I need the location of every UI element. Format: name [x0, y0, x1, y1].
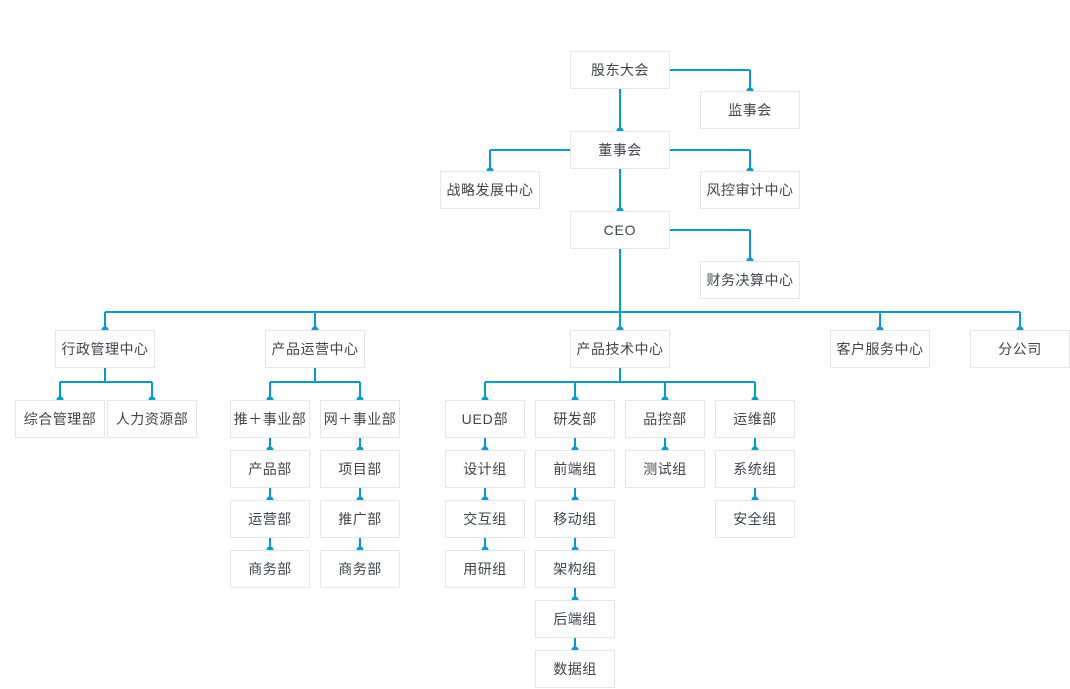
org-node-label: 董事会	[598, 142, 642, 158]
org-node-label: 风控审计中心	[706, 182, 794, 198]
org-node[interactable]: 股东大会	[570, 51, 670, 89]
org-node[interactable]: 项目部	[320, 450, 400, 488]
org-node-label: 推＋事业部	[233, 411, 307, 427]
org-node-label: 战略发展中心	[446, 182, 534, 198]
org-node[interactable]: 网＋事业部	[320, 400, 400, 438]
org-node[interactable]: 设计组	[445, 450, 525, 488]
org-node[interactable]: 用研组	[445, 550, 525, 588]
org-node-label: 推广部	[338, 511, 382, 527]
org-node-label: 分公司	[998, 341, 1042, 357]
org-node[interactable]: 产品部	[230, 450, 310, 488]
org-node-label: 财务决算中心	[706, 272, 794, 288]
org-node-label: 架构组	[553, 561, 597, 577]
org-node[interactable]: 运营部	[230, 500, 310, 538]
org-node-label: 产品技术中心	[576, 341, 664, 357]
org-node-label: 项目部	[338, 461, 382, 477]
org-node[interactable]: 战略发展中心	[440, 171, 540, 209]
org-node[interactable]: 前端组	[535, 450, 615, 488]
org-node-label: 商务部	[248, 561, 292, 577]
org-node[interactable]: CEO	[570, 211, 670, 249]
org-node-label: 数据组	[553, 661, 597, 677]
org-node-label: 设计组	[463, 461, 507, 477]
org-node[interactable]: 监事会	[700, 91, 800, 129]
org-node[interactable]: 推＋事业部	[230, 400, 310, 438]
org-node[interactable]: 系统组	[715, 450, 795, 488]
org-node-label: 交互组	[463, 511, 507, 527]
org-node-label: 安全组	[733, 511, 777, 527]
org-node[interactable]: 综合管理部	[15, 400, 105, 438]
org-node-label: 研发部	[553, 411, 597, 427]
org-node-label: 人力资源部	[115, 411, 189, 427]
org-node[interactable]: 数据组	[535, 650, 615, 688]
org-node-label: 产品运营中心	[271, 341, 359, 357]
org-node[interactable]: 运维部	[715, 400, 795, 438]
org-node[interactable]: 行政管理中心	[55, 330, 155, 368]
org-node[interactable]: 推广部	[320, 500, 400, 538]
org-node-label: 监事会	[728, 102, 772, 118]
org-node-label: 用研组	[463, 561, 507, 577]
org-node[interactable]: UED部	[445, 400, 525, 438]
org-node-label: CEO	[603, 222, 637, 238]
org-node-label: 商务部	[338, 561, 382, 577]
org-node[interactable]: 分公司	[970, 330, 1070, 368]
org-node[interactable]: 测试组	[625, 450, 705, 488]
org-node-label: 系统组	[733, 461, 777, 477]
org-node-label: 运营部	[248, 511, 292, 527]
org-node[interactable]: 安全组	[715, 500, 795, 538]
org-node[interactable]: 架构组	[535, 550, 615, 588]
org-node[interactable]: 交互组	[445, 500, 525, 538]
org-node-label: UED部	[461, 411, 509, 427]
org-node[interactable]: 品控部	[625, 400, 705, 438]
org-node-label: 综合管理部	[23, 411, 97, 427]
org-node-label: 移动组	[553, 511, 597, 527]
org-node[interactable]: 移动组	[535, 500, 615, 538]
org-node-label: 后端组	[553, 611, 597, 627]
org-node-label: 股东大会	[591, 62, 649, 78]
org-node-label: 前端组	[553, 461, 597, 477]
org-node-label: 网＋事业部	[323, 411, 397, 427]
org-node[interactable]: 商务部	[320, 550, 400, 588]
org-node[interactable]: 研发部	[535, 400, 615, 438]
org-node[interactable]: 产品技术中心	[570, 330, 670, 368]
org-node[interactable]: 风控审计中心	[700, 171, 800, 209]
org-node[interactable]: 后端组	[535, 600, 615, 638]
org-node-label: 运维部	[733, 411, 777, 427]
org-node-label: 测试组	[643, 461, 687, 477]
org-node-label: 行政管理中心	[61, 341, 149, 357]
org-node[interactable]: 财务决算中心	[700, 261, 800, 299]
org-node-label: 品控部	[643, 411, 687, 427]
org-node[interactable]: 人力资源部	[107, 400, 197, 438]
org-node-label: 产品部	[248, 461, 292, 477]
org-node[interactable]: 董事会	[570, 131, 670, 169]
org-node[interactable]: 产品运营中心	[265, 330, 365, 368]
org-node[interactable]: 客户服务中心	[830, 330, 930, 368]
org-node-label: 客户服务中心	[836, 341, 924, 357]
org-node[interactable]: 商务部	[230, 550, 310, 588]
